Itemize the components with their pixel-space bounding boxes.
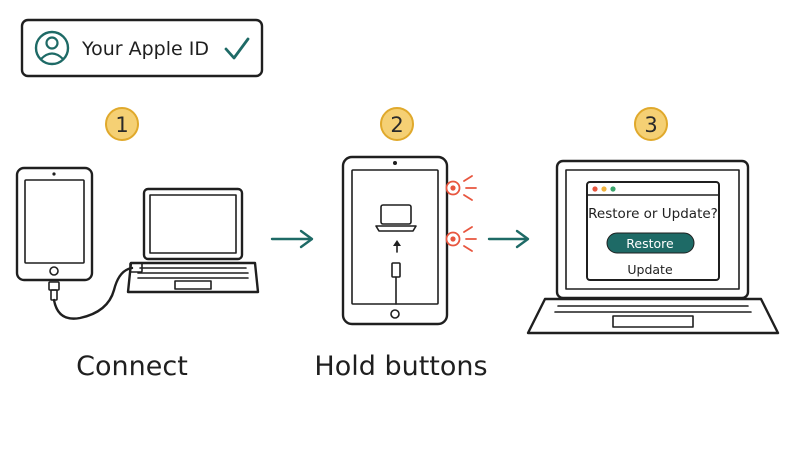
laptop-icon bbox=[375, 204, 417, 232]
window-minimize-dot[interactable] bbox=[601, 186, 607, 192]
restore-button-label[interactable]: Restore bbox=[626, 236, 674, 251]
laptop-large-illustration bbox=[526, 159, 780, 335]
apple-id-card: Your Apple ID bbox=[20, 18, 264, 78]
ipad-small-illustration bbox=[15, 166, 94, 282]
restore-button[interactable]: Restore bbox=[606, 232, 695, 254]
lightning-cable-icon bbox=[391, 262, 401, 305]
ipad-large-illustration bbox=[341, 155, 449, 326]
restore-dialog: Restore or Update? Restore Update bbox=[586, 181, 720, 281]
step-number-3: 3 bbox=[644, 113, 657, 137]
step-badge-2: 2 bbox=[380, 107, 414, 141]
update-link[interactable]: Update bbox=[627, 262, 673, 277]
arrow-right-icon bbox=[270, 229, 314, 249]
step-number-2: 2 bbox=[390, 113, 403, 137]
step-caption-1: Connect bbox=[76, 351, 188, 382]
step-badge-3: 3 bbox=[634, 107, 668, 141]
step-caption-2: Hold buttons bbox=[314, 351, 487, 382]
step-number-1: 1 bbox=[115, 113, 128, 137]
arrow-up-icon bbox=[393, 240, 401, 253]
laptop-small-illustration bbox=[126, 187, 260, 294]
power-button-press-indicator bbox=[445, 175, 477, 201]
checkmark-icon bbox=[224, 37, 250, 60]
dialog-title: Restore or Update? bbox=[588, 206, 718, 222]
step-badge-1: 1 bbox=[105, 107, 139, 141]
window-zoom-dot[interactable] bbox=[610, 186, 616, 192]
user-circle-icon bbox=[34, 30, 70, 66]
volume-button-press-indicator bbox=[445, 226, 477, 252]
arrow-right-icon bbox=[487, 229, 530, 249]
window-close-dot[interactable] bbox=[592, 186, 598, 192]
apple-id-label: Your Apple ID bbox=[81, 38, 209, 60]
